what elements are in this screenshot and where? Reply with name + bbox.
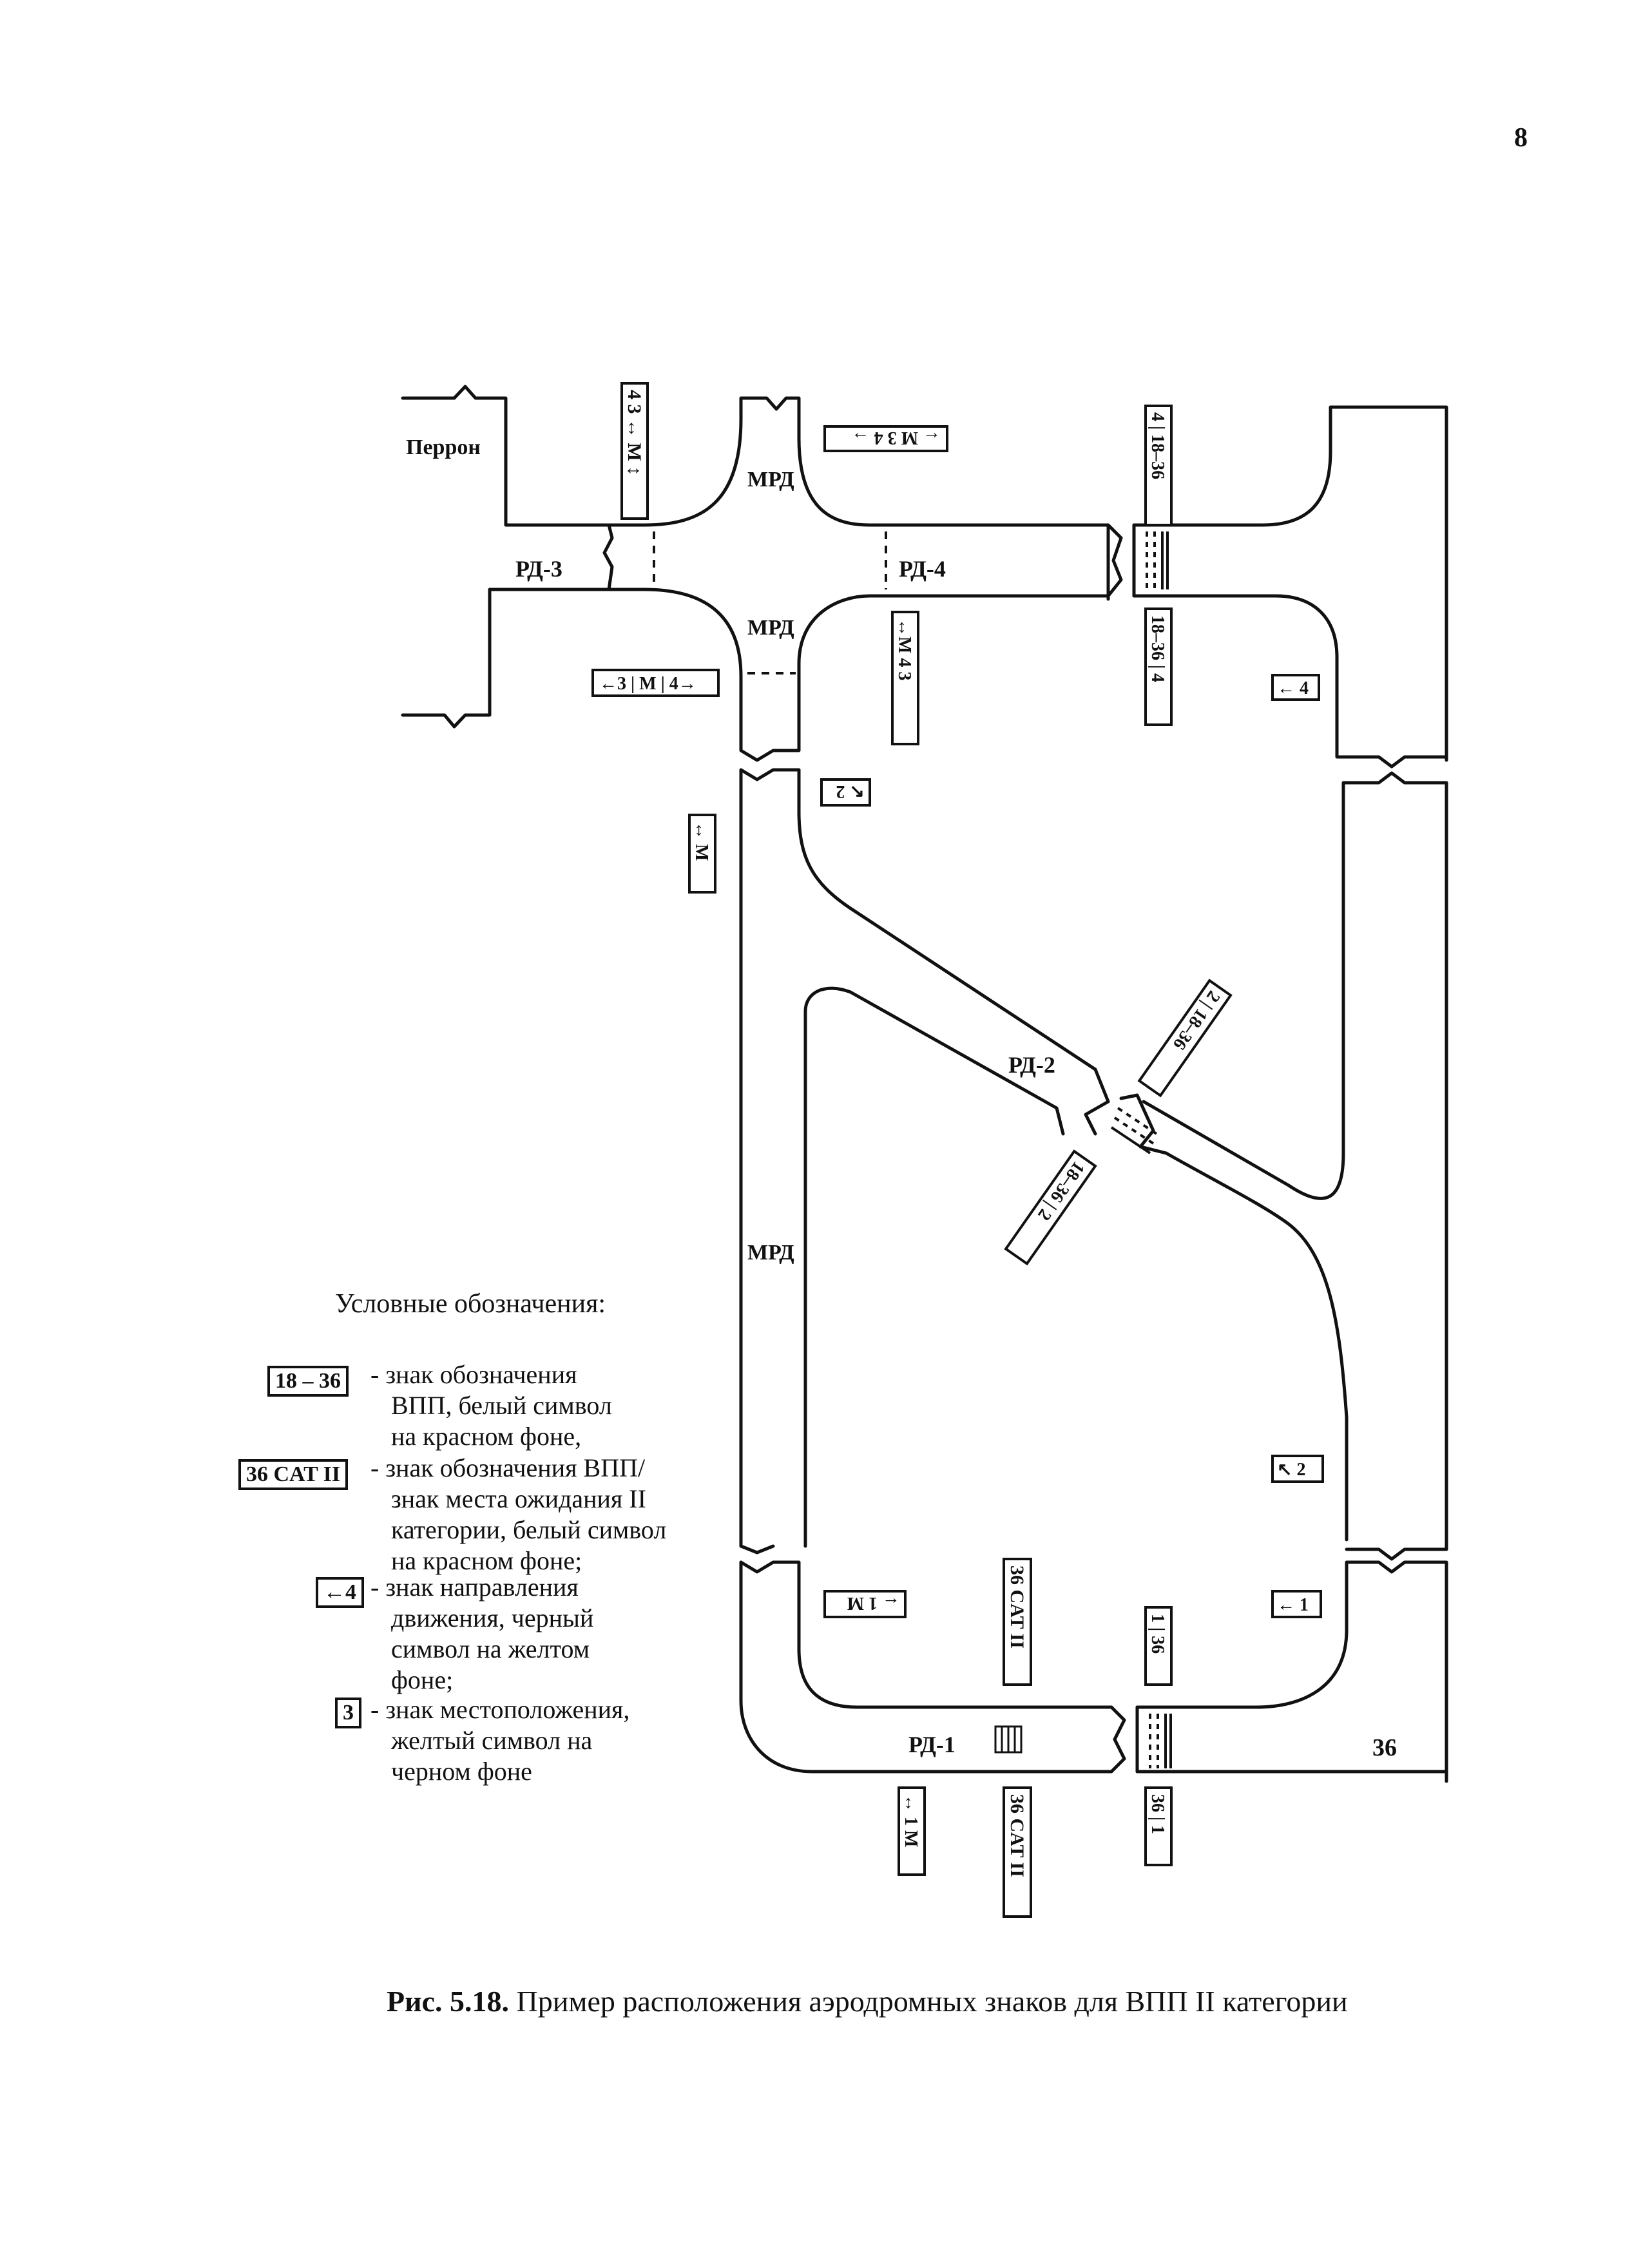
sign-m: ← 1 M xyxy=(823,1590,907,1618)
sign-d: ↔M 4 3 xyxy=(891,611,919,745)
sign-n: 36 CAT II xyxy=(1003,1558,1032,1686)
legend-text-runway: - знак обозначения ВПП, белый символ на … xyxy=(370,1360,612,1451)
label-rd1: РД-1 xyxy=(908,1732,956,1757)
svg-text:←3 | M | 4→: ←3 | M | 4→ xyxy=(599,674,696,694)
sign-a: 4 3 ↔ M ↕ xyxy=(620,382,649,520)
svg-text:← 1 M: ← 1 M xyxy=(847,1593,900,1613)
sign-p: ← 1 xyxy=(1271,1590,1322,1618)
legend-title: Условные обозначения: xyxy=(335,1289,606,1319)
sign-e: 4 | 18–36 xyxy=(1144,405,1173,526)
sign-o: 1 | 36 xyxy=(1144,1606,1173,1686)
sign-r: 36 CAT II xyxy=(1003,1786,1032,1918)
svg-text:36 CAT II: 36 CAT II xyxy=(1006,1794,1028,1877)
legend-sign-runway: 18 – 36 xyxy=(267,1366,349,1397)
sign-s: 36 | 1 xyxy=(1144,1786,1173,1866)
legend-text-location: - знак местоположения, желтый символ на … xyxy=(370,1695,630,1786)
taxiway-rd3-edge xyxy=(588,523,646,591)
svg-text:↖ 2: ↖ 2 xyxy=(1277,1460,1305,1480)
sign-g: ← 4 xyxy=(1271,674,1320,701)
apron-top-edge xyxy=(401,385,591,527)
svg-text:18–36 | 4: 18–36 | 4 xyxy=(1148,615,1167,682)
sign-f: 18–36 | 4 xyxy=(1144,607,1173,726)
svg-text:↖ 2: ↖ 2 xyxy=(836,781,865,801)
label-perron: Перрон xyxy=(406,435,481,459)
svg-text:4 3 ↔ M ↕: 4 3 ↔ M ↕ xyxy=(624,390,645,475)
label-runway-end: 36 xyxy=(1372,1734,1397,1761)
svg-text:36 | 1: 36 | 1 xyxy=(1148,1794,1167,1834)
legend-text-direction: - знак направления движения, черный симв… xyxy=(370,1573,594,1694)
label-mrd-top: МРД xyxy=(747,468,794,492)
sign-b: ← M 3 4 → xyxy=(823,425,948,452)
label-mrd-low: МРД xyxy=(747,1241,794,1265)
figure-caption: Рис. 5.18. Пример расположения аэродромн… xyxy=(387,1985,1348,2018)
svg-text:36 CAT II: 36 CAT II xyxy=(1006,1565,1028,1649)
legend-sign-direction: ←4 xyxy=(316,1577,364,1608)
sign-l: ↖ 2 xyxy=(1271,1455,1324,1483)
taxiway-rd1-edge xyxy=(1109,1705,1126,1774)
label-rd4: РД-4 xyxy=(899,556,946,582)
svg-text:1 | 36: 1 | 36 xyxy=(1148,1614,1167,1654)
svg-text:4 | 18–36: 4 | 18–36 xyxy=(1148,412,1167,479)
label-rd2: РД-2 xyxy=(1008,1052,1055,1078)
legend-text-cat2: - знак обозначения ВПП/ знак места ожида… xyxy=(370,1453,667,1575)
legend-sign-cat2: 36 CAT II xyxy=(238,1459,349,1490)
sign-k: 18–36 | 2 xyxy=(1004,1149,1097,1266)
svg-text:← 4: ← 4 xyxy=(1277,678,1309,698)
sign-j: 2 | 18–36 xyxy=(1137,979,1233,1098)
svg-text:↔ 1 M: ↔ 1 M xyxy=(901,1794,921,1847)
label-rd3: РД-3 xyxy=(515,556,562,582)
taxiway-rd4-edge xyxy=(1106,523,1123,598)
sign-c: ←3 | M | 4→ xyxy=(591,669,720,697)
label-mrd-mid: МРД xyxy=(747,616,794,640)
svg-text:↔ M: ↔ M xyxy=(691,821,711,861)
svg-text:↔M 4 3: ↔M 4 3 xyxy=(894,618,914,680)
page-number: 8 xyxy=(1514,123,1528,153)
svg-text:← 1: ← 1 xyxy=(1277,1595,1309,1615)
sign-i: ↔ M xyxy=(688,814,716,894)
legend-sign-location: 3 xyxy=(335,1698,361,1728)
svg-text:← M 3 4 →: ← M 3 4 → xyxy=(852,428,941,448)
sign-q: ↔ 1 M xyxy=(898,1786,926,1876)
sign-h: ↖ 2 xyxy=(820,778,871,807)
